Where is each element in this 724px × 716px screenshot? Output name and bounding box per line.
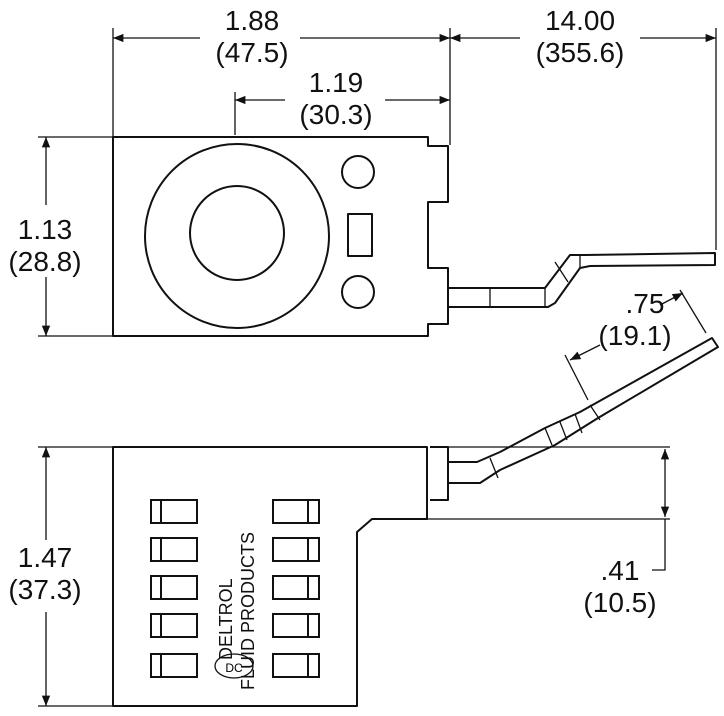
- lead-sleeve-marks: [489, 253, 716, 307]
- terminal-hole-bottom: [341, 275, 375, 309]
- dim-sideheight-in: 1.47: [18, 542, 73, 573]
- coil-bore-circle: [189, 185, 285, 281]
- side-lead-sleeve-marks: [489, 404, 601, 479]
- dc-logo-mark: [214, 653, 254, 679]
- dim-step-mm: (10.5): [583, 587, 656, 618]
- dim-topheight-mm: (28.8): [8, 246, 81, 277]
- top-lead-wire: [448, 252, 716, 308]
- dim-lead-mm: (355.6): [536, 37, 625, 68]
- side-body-outline: [112, 446, 428, 707]
- side-dimensions: 1.47 (37.3) .41 (10.5) .75 (19.1): [5, 288, 707, 707]
- deltrol-logo: DELTROL FLUID PRODUCTS: [216, 532, 258, 690]
- side-view: DELTROL FLUID PRODUCTS DC: [112, 337, 719, 707]
- dim-strip-mm: (19.1): [598, 320, 671, 351]
- logo-line1: DELTROL: [216, 578, 236, 660]
- terminal-hole-top: [341, 155, 375, 189]
- coil-outer-circle: [144, 143, 330, 329]
- top-dimensions: 1.88 (47.5) 14.00 (355.6) 1.19 (30.3) 1.…: [8, 5, 717, 337]
- dim-lead-in: 14.00: [545, 5, 615, 36]
- side-connector: [430, 446, 449, 501]
- dim-strip-in: .75: [626, 288, 665, 319]
- dim-offset-in: 1.19: [309, 67, 364, 98]
- dim-step-in: .41: [601, 555, 640, 586]
- dim-sideheight-mm: (37.3): [8, 574, 81, 605]
- top-body-outline: [112, 136, 449, 337]
- logo-line2: FLUID PRODUCTS: [238, 532, 258, 690]
- side-lead-wire: [448, 337, 719, 484]
- terminal-pads: [150, 499, 320, 678]
- terminal-slot: [347, 213, 373, 257]
- dim-offset-mm: (30.3): [299, 99, 372, 130]
- dim-width-mm: (47.5): [215, 37, 288, 68]
- dim-width-in: 1.88: [225, 5, 280, 36]
- top-view: [112, 136, 716, 337]
- dc-mark-text: DC: [225, 661, 243, 675]
- dim-topheight-in: 1.13: [18, 214, 73, 245]
